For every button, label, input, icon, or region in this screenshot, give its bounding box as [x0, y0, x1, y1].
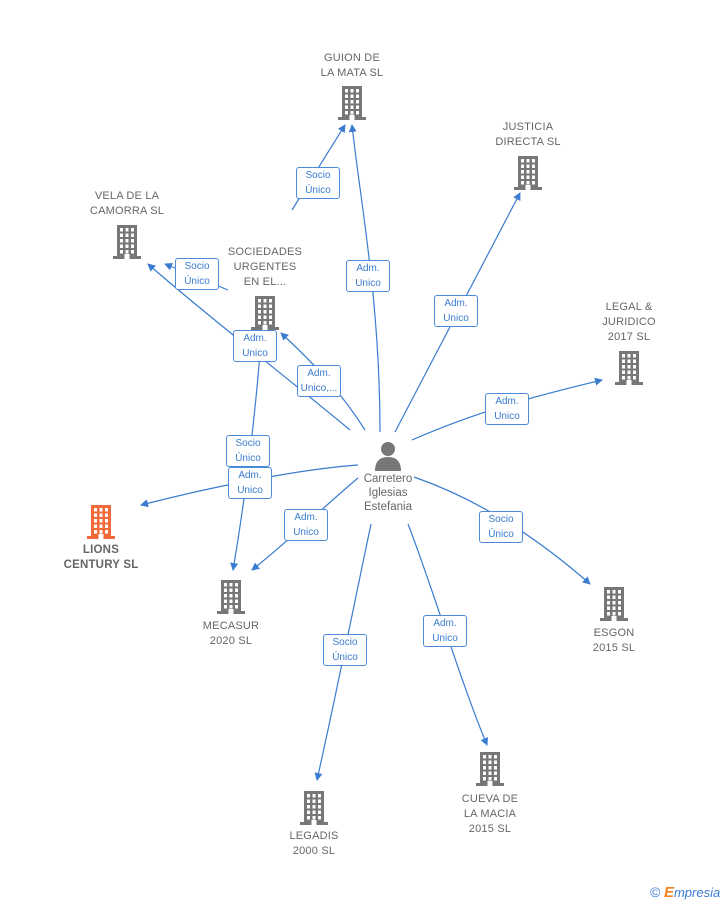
company-name: CUEVA DE LA MACIA 2015 SL — [461, 793, 519, 835]
company-name: GUION DE LA MATA SL — [320, 52, 384, 79]
building-icon — [300, 791, 328, 825]
company-node-vela[interactable]: VELA DE LA CAMORRA SL — [72, 189, 182, 259]
edge-label-lions[interactable]: Adm. Unico — [228, 467, 272, 499]
company-name: JUSTICIA DIRECTA SL — [495, 121, 561, 148]
company-name: MECASUR 2020 SL — [202, 620, 260, 647]
company-node-legadis[interactable]: LEGADIS 2000 SL — [259, 791, 369, 859]
company-node-cueva[interactable]: CUEVA DE LA MACIA 2015 SL — [435, 752, 545, 837]
company-node-justicia[interactable]: JUSTICIA DIRECTA SL — [473, 120, 583, 190]
edge-label-cueva[interactable]: Adm. Unico — [423, 615, 467, 647]
company-node-legal[interactable]: LEGAL & JURIDICO 2017 SL — [574, 300, 684, 385]
person-icon — [375, 442, 401, 471]
edge-label-justicia[interactable]: Adm. Unico — [434, 295, 478, 327]
company-node-guion[interactable]: GUION DE LA MATA SL — [297, 51, 407, 120]
company-name: SOCIEDADES URGENTES EN EL... — [227, 246, 303, 288]
person-name: Carretero Iglesias Estefania — [363, 473, 413, 513]
person-node[interactable]: Carretero Iglesias Estefania — [358, 440, 418, 514]
building-icon — [87, 505, 115, 539]
edge-label-guion[interactable]: Adm. Unico — [346, 260, 390, 292]
building-icon — [514, 156, 542, 190]
company-name: ESGON 2015 SL — [592, 627, 636, 654]
building-icon — [251, 296, 279, 330]
edge-guion — [348, 124, 381, 433]
edge-label-vela[interactable]: Socio Único — [175, 258, 219, 290]
company-name: LEGADIS 2000 SL — [289, 830, 339, 857]
company-node-sociedades[interactable]: SOCIEDADES URGENTES EN EL... — [210, 245, 320, 330]
company-node-mecasur[interactable]: MECASUR 2020 SL — [176, 580, 286, 649]
edge-label-legadis[interactable]: Socio Único — [323, 634, 367, 666]
building-icon — [113, 225, 141, 259]
building-icon — [476, 752, 504, 786]
company-node-lions[interactable]: LIONS CENTURY SL — [46, 505, 156, 573]
edge-label-guion[interactable]: Socio Único — [296, 167, 340, 199]
building-icon — [600, 587, 628, 621]
edge-label-esgon[interactable]: Socio Único — [479, 511, 523, 543]
edge-label-sociedades[interactable]: Adm. Unico,... — [297, 365, 341, 397]
building-icon — [615, 351, 643, 385]
edge-label-mecasur[interactable]: Adm. Unico — [284, 509, 328, 541]
company-name: LEGAL & JURIDICO 2017 SL — [602, 301, 656, 343]
company-name: VELA DE LA CAMORRA SL — [89, 190, 165, 217]
company-name: LIONS CENTURY SL — [63, 544, 139, 571]
edge-label-mecasur[interactable]: Socio Único — [226, 435, 270, 467]
edge-label-vela[interactable]: Adm. Unico — [233, 330, 277, 362]
edge-label-legal[interactable]: Adm. Unico — [485, 393, 529, 425]
brand-logo: © Empresia — [650, 884, 721, 901]
building-icon — [217, 580, 245, 614]
building-icon — [338, 86, 366, 120]
company-node-esgon[interactable]: ESGON 2015 SL — [559, 587, 669, 656]
